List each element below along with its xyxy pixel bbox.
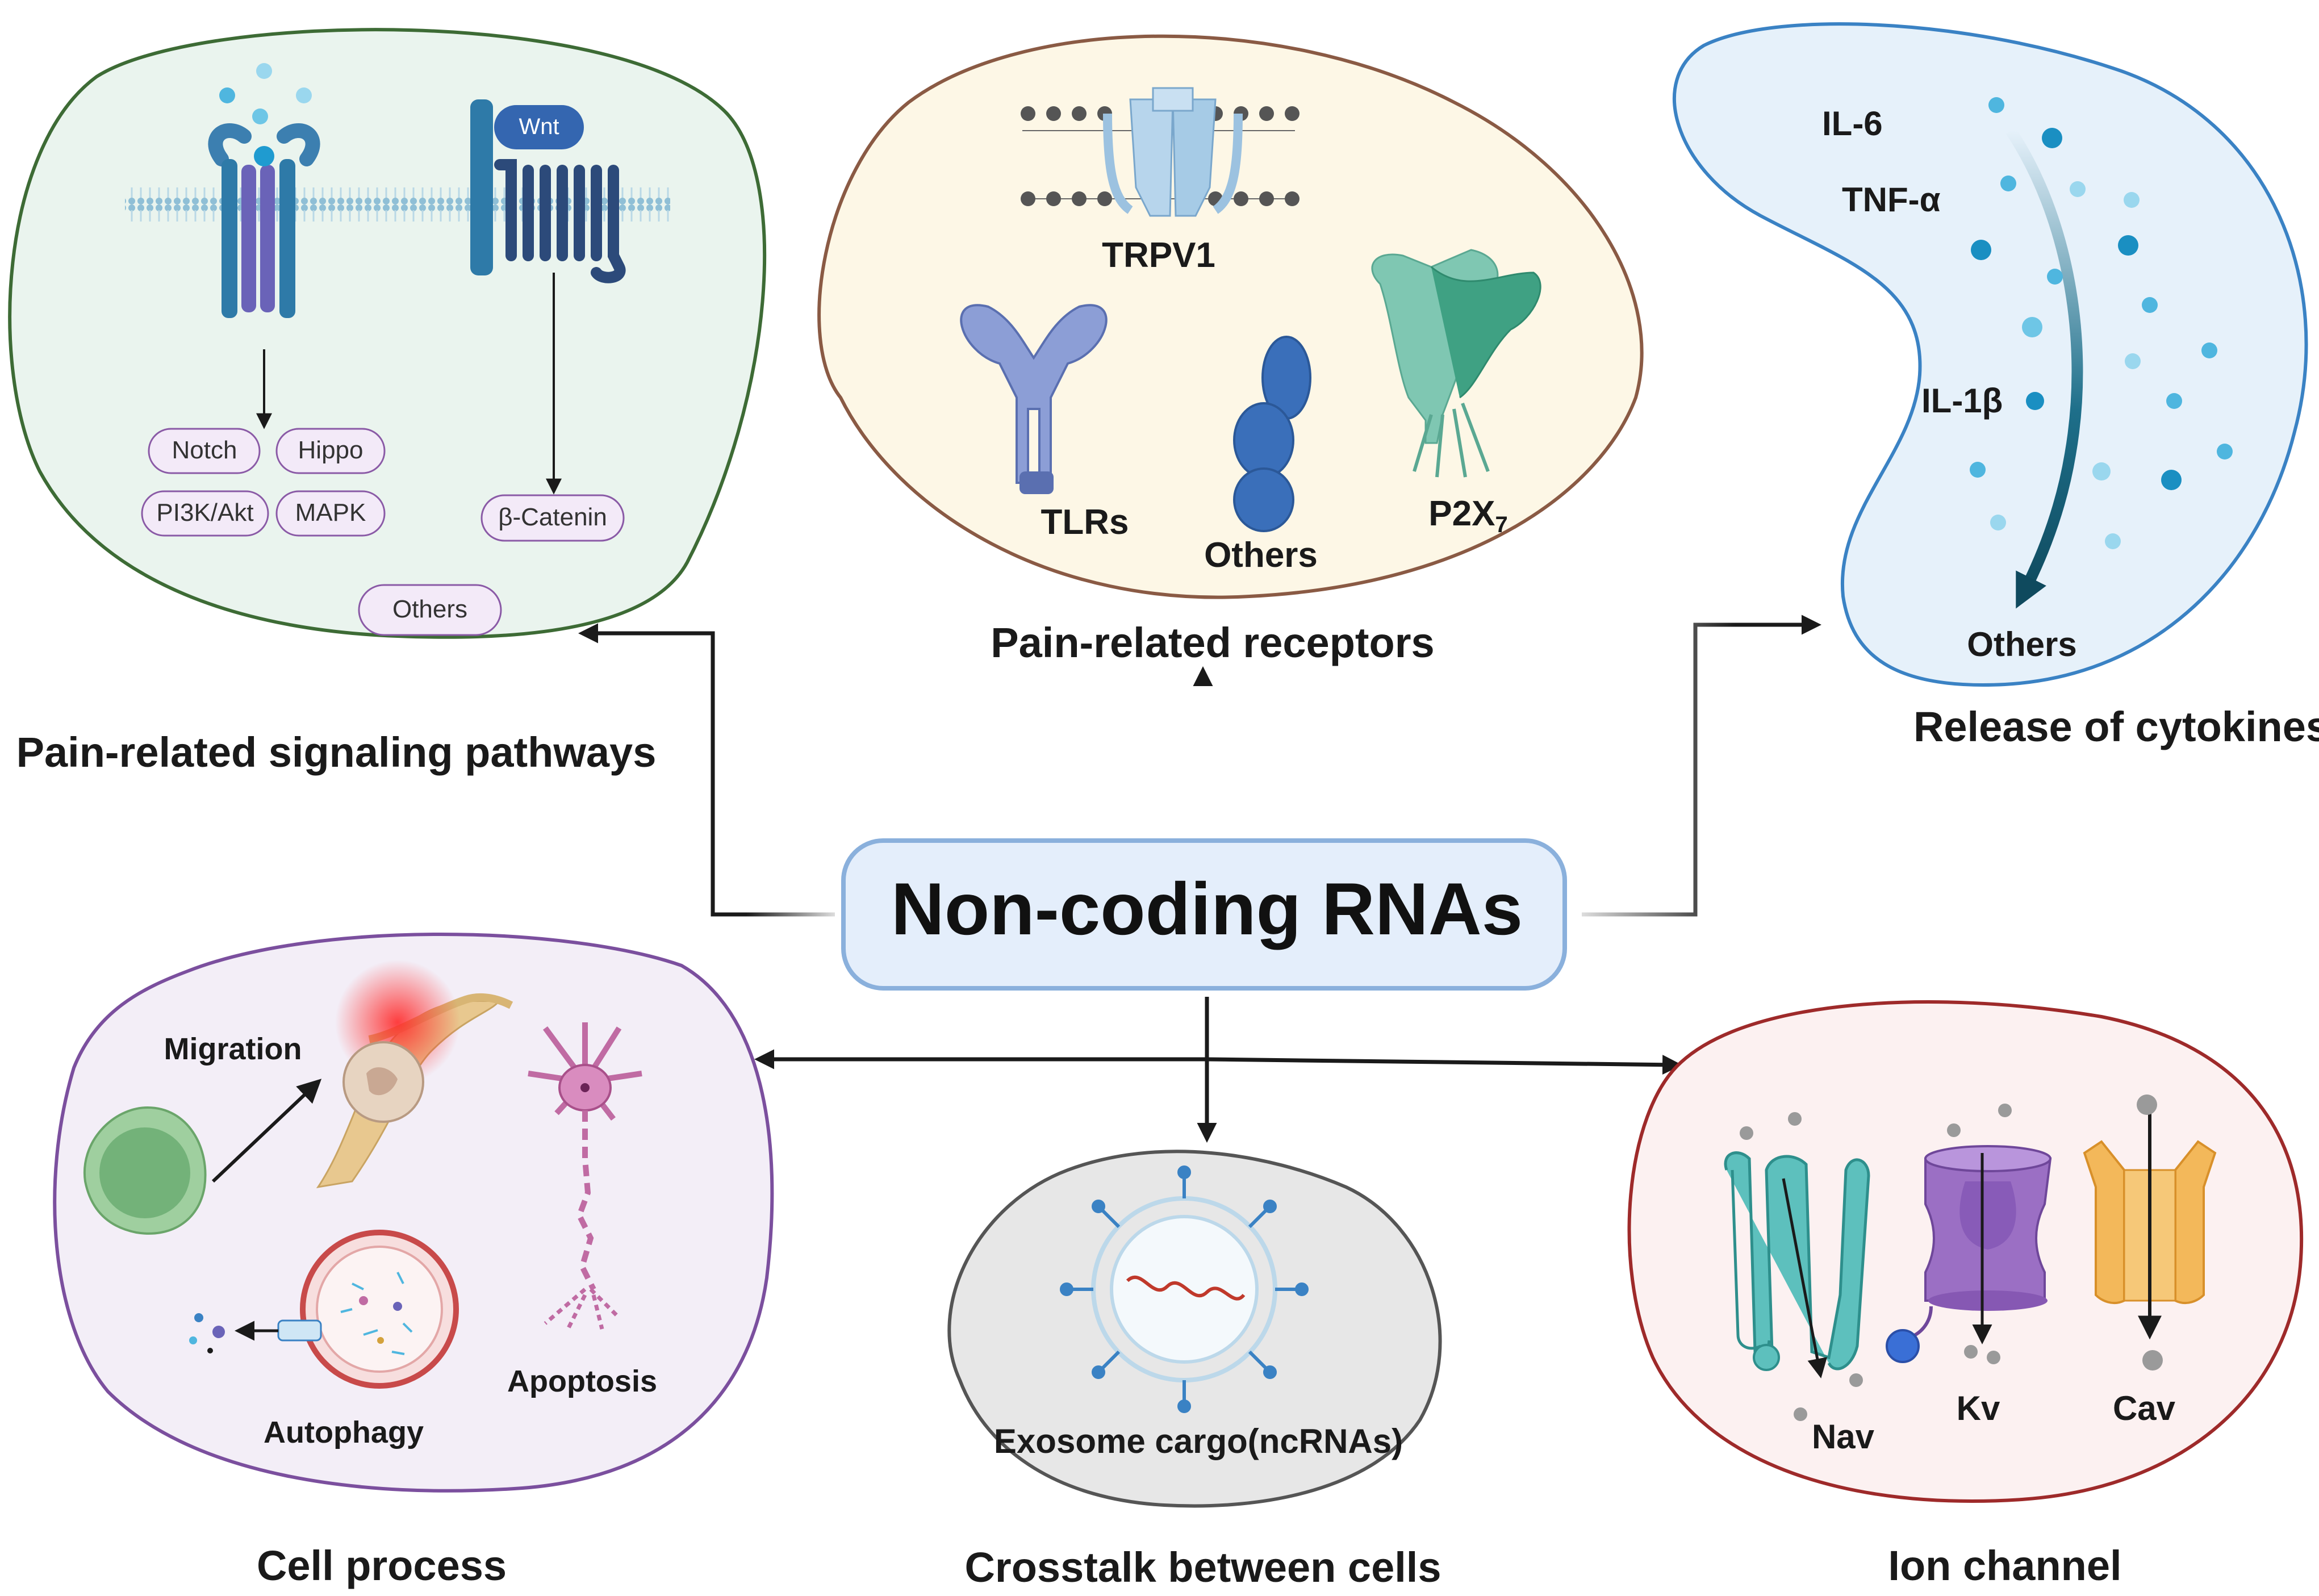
wnt-label: Wnt	[519, 114, 559, 139]
cytokines-panel: IL-6 TNF-α IL-1β Others Release of cytok…	[1673, 22, 2319, 750]
migrating-cell-icon	[83, 1079, 322, 1235]
cytokine-il1b: IL-1β	[1921, 382, 2003, 420]
arrow-to-cytokines	[1582, 615, 1821, 917]
wnt-ligand	[494, 105, 584, 149]
other-receptor-icon	[1233, 336, 1311, 532]
exosome-label: Exosome cargo(ncRNAs)	[994, 1422, 1403, 1460]
pill-beta-catenin	[480, 494, 625, 542]
ion-channel-caption: Ion channel	[1888, 1542, 2121, 1589]
autophagy-icon	[189, 1230, 459, 1389]
trpv1-label: TRPV1	[1102, 236, 1215, 275]
pill-others	[358, 584, 502, 636]
center-title: Non-coding RNAs	[891, 867, 1523, 950]
pill-mapk	[275, 490, 386, 537]
pill-pi3k-label: PI3K/Akt	[156, 499, 253, 527]
receptors-caption: Pain-related receptors	[991, 619, 1434, 666]
signaling-caption: Pain-related signaling pathways	[16, 729, 657, 776]
kv-channel-icon	[1886, 1104, 2052, 1364]
nav-label: Nav	[1812, 1418, 1875, 1456]
center-node: Non-coding RNAs	[841, 838, 1567, 991]
receptors-panel: TRPV1 TLRs Others P2X7 Pain-related rece…	[817, 34, 1644, 666]
pill-others-label: Others	[392, 595, 467, 623]
pill-notch	[148, 428, 261, 474]
cytokine-tnf: TNF-α	[1842, 181, 1941, 219]
pathway-pills: Notch Hippo PI3K/Akt MAPK β-Catenin Othe…	[141, 428, 625, 636]
tlrs-label: TLRs	[1041, 503, 1129, 542]
cytokine-flow-arrow	[2005, 127, 2083, 609]
autophagy-label: Autophagy	[264, 1415, 424, 1449]
arrow-to-ion-channel	[1206, 1055, 1682, 1075]
arrow-to-signaling	[578, 623, 835, 917]
apoptosis-label: Apoptosis	[507, 1364, 657, 1398]
tlr-receptor-icon	[960, 304, 1108, 494]
center-box	[841, 838, 1567, 991]
crosstalk-caption: Crosstalk between cells	[964, 1544, 1441, 1591]
p2x7-receptor-icon	[1371, 249, 1541, 478]
kv-label: Kv	[1957, 1389, 2000, 1427]
notch-receptor-icon	[208, 63, 320, 429]
cell-process-caption: Cell process	[257, 1542, 507, 1589]
neuron-icon	[528, 1022, 642, 1330]
cav-channel-icon	[2083, 1094, 2217, 1371]
signaling-blob	[8, 28, 767, 639]
signaling-panel: Wnt Notch Hippo PI3K/Akt MAPK β-Catenin …	[8, 28, 767, 776]
cell-process-panel: Migration Apoptosis Autophagy Cell proce…	[53, 933, 774, 1589]
connectors	[578, 615, 1821, 1143]
cytokine-others: Others	[1967, 625, 2076, 663]
cytokine-il6: IL-6	[1822, 105, 1883, 143]
wnt-receptor-icon: Wnt	[470, 99, 626, 495]
p2x7-main: P2X	[1428, 494, 1495, 533]
exosome-icon	[1060, 1165, 1309, 1413]
migration-label: Migration	[164, 1032, 302, 1066]
cytokines-blob	[1673, 22, 2308, 687]
cell-membrane	[125, 187, 670, 222]
crosstalk-panel: Exosome cargo(ncRNAs) Crosstalk between …	[947, 1150, 1442, 1591]
p2x7-sub: 7	[1495, 512, 1507, 537]
trpv1-channel-icon	[1103, 87, 1243, 217]
receptor-others-label: Others	[1204, 536, 1318, 575]
pill-pi3k	[141, 490, 269, 537]
nav-channel-icon	[1724, 1112, 1870, 1421]
cav-label: Cav	[2113, 1389, 2176, 1427]
pill-mapk-label: MAPK	[295, 499, 366, 527]
pill-notch-label: Notch	[172, 436, 237, 464]
spinal-cord-icon	[316, 960, 513, 1189]
pill-hippo	[275, 428, 386, 474]
ion-channel-panel: Nav Kv Cav Ion channel	[1627, 1000, 2304, 1589]
cytokines-caption: Release of cytokines	[1913, 703, 2319, 750]
pill-hippo-label: Hippo	[298, 436, 363, 464]
cytokine-dots	[1970, 97, 2233, 549]
pill-beta-catenin-label: β-Catenin	[498, 503, 607, 531]
p2x7-label: P2X7	[1428, 494, 1507, 537]
